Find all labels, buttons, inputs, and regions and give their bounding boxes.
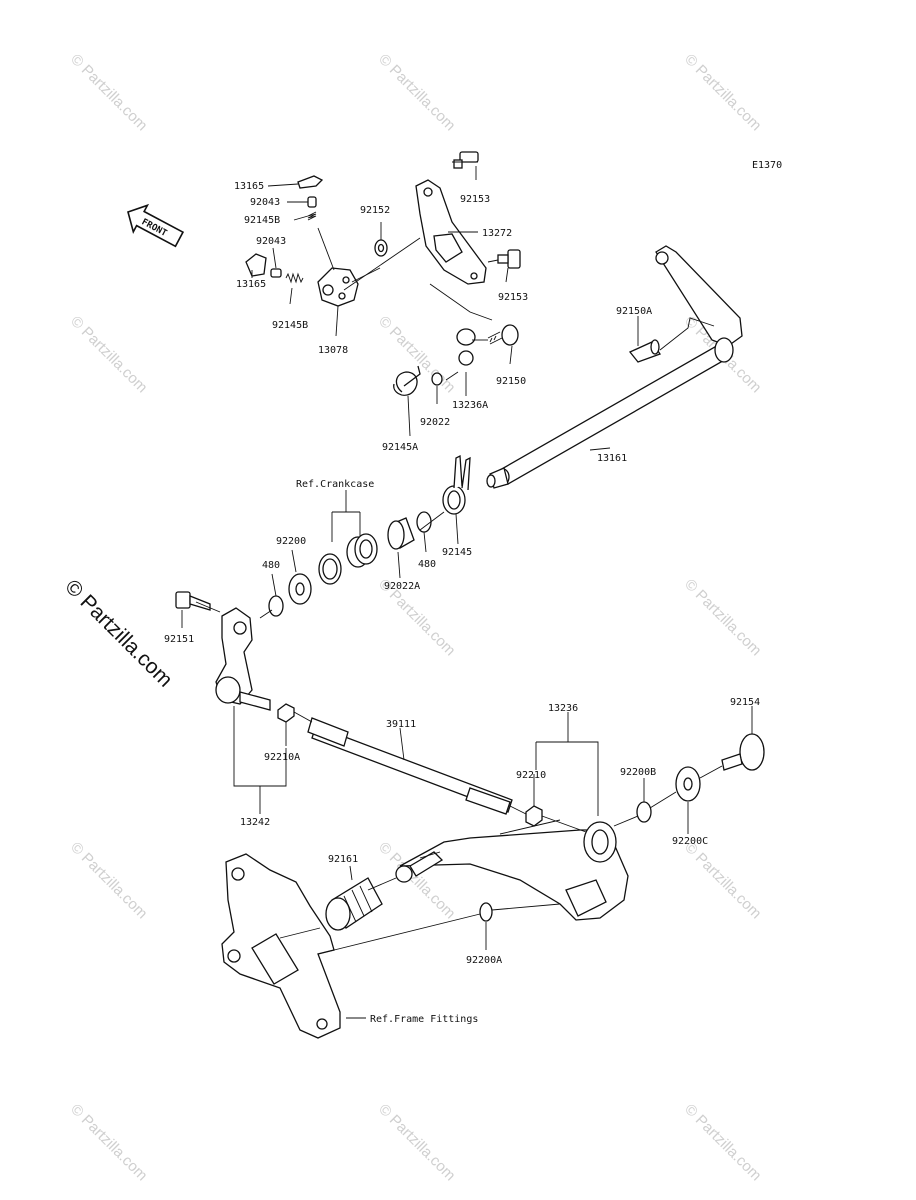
label-92152: 92152 <box>360 205 390 216</box>
washer-92200c <box>675 766 701 802</box>
watermark-text: © Partzilla.com <box>681 51 764 134</box>
watermark-text: © Partzilla.com <box>67 51 150 134</box>
label-13236a: 13236A <box>452 400 488 411</box>
label-92145a: 92145A <box>382 442 418 453</box>
washer-92200 <box>288 573 312 605</box>
collar-13236a <box>456 328 476 346</box>
spring-92145b-top <box>307 211 317 221</box>
watermark-main: © Partzilla.com <box>60 575 176 691</box>
pin-92043-left <box>270 268 282 278</box>
needle-bearing <box>346 533 378 568</box>
label-13161: 13161 <box>597 453 627 464</box>
assembly-lines <box>195 161 723 955</box>
front-arrow-icon: FRONT <box>127 203 185 248</box>
cam-hole <box>338 292 346 300</box>
label-ref-crankcase: Ref.Crankcase <box>296 479 374 490</box>
tie-rod-39111 <box>307 717 513 815</box>
washer-92152-inner <box>377 243 385 253</box>
washer-92022a <box>387 517 415 550</box>
plate-cutout <box>433 233 463 263</box>
label-ref-frame-fittings: Ref.Frame Fittings <box>370 1014 478 1025</box>
snap-ring-480-left <box>268 595 284 617</box>
label-92200: 92200 <box>276 536 306 547</box>
label-480-right: 480 <box>418 559 436 570</box>
leader-lines <box>181 166 753 1019</box>
label-92153-top: 92153 <box>460 194 490 205</box>
bolt-92153-top <box>453 151 479 169</box>
label-13242: 13242 <box>240 817 270 828</box>
bolt-92151 <box>175 591 211 611</box>
label-13165-left: 13165 <box>236 279 266 290</box>
shift-pedal-13236 <box>395 821 629 921</box>
shift-shaft-13161 <box>486 245 743 489</box>
plate-hole <box>470 272 478 280</box>
label-92150: 92150 <box>496 376 526 387</box>
shift-arm-13242 <box>215 607 271 711</box>
cam-hole <box>322 284 334 296</box>
spring-92145b-left <box>285 272 304 284</box>
label-92151: 92151 <box>164 634 194 645</box>
bolt-92150 <box>487 324 519 346</box>
plate-hole <box>423 187 433 197</box>
diagram-code: E1370 <box>752 160 782 171</box>
pedal-rubber-92161 <box>325 877 383 931</box>
shift-pin-clip-13165-top <box>297 175 324 189</box>
label-92154: 92154 <box>730 697 760 708</box>
label-480-left: 480 <box>262 560 280 571</box>
label-92210: 92210 <box>516 770 546 781</box>
label-92200a: 92200A <box>466 955 502 966</box>
shift-cam-assembly <box>245 151 521 396</box>
part-labels: 13165 92043 92145B 92043 13165 92145B 13… <box>164 181 760 1025</box>
label-13236: 13236 <box>548 703 578 714</box>
label-92145b-top: 92145B <box>244 215 280 226</box>
spring-92145a <box>393 365 421 396</box>
label-13078: 13078 <box>318 345 348 356</box>
label-92022: 92022 <box>420 417 450 428</box>
label-92145: 92145 <box>442 547 472 558</box>
watermark-text: © Partzilla.com <box>681 1101 764 1184</box>
watermark-text: © Partzilla.com <box>681 576 764 659</box>
collar-13236a-ring <box>458 350 474 366</box>
nut-92210 <box>525 805 543 827</box>
washer-92200b <box>636 801 652 823</box>
nut-92210a <box>277 703 295 723</box>
label-39111: 39111 <box>386 719 416 730</box>
frame-bracket <box>221 853 341 1039</box>
label-92150a: 92150A <box>616 306 652 317</box>
pin-92150a <box>628 339 661 363</box>
label-92022a: 92022A <box>384 581 420 592</box>
bolt-92153-bottom <box>497 249 521 269</box>
watermark-text: © Partzilla.com <box>67 313 150 396</box>
washer-92022 <box>431 372 443 386</box>
washer-92200a <box>479 902 493 922</box>
cam-hole <box>342 276 350 284</box>
label-92043-top: 92043 <box>250 197 280 208</box>
spring-92145 <box>442 454 471 515</box>
label-92210a: 92210A <box>264 752 300 763</box>
label-92200c: 92200C <box>672 836 708 847</box>
pin-92043-top <box>307 196 317 208</box>
oil-seal <box>318 553 342 585</box>
shift-pin-clip-13165-left <box>245 253 267 277</box>
watermark-text: © Partzilla.com <box>375 1101 458 1184</box>
watermark-text: © Partzilla.com <box>681 839 764 922</box>
label-92145b-left: 92145B <box>272 320 308 331</box>
label-92153-bottom: 92153 <box>498 292 528 303</box>
bolt-92154 <box>721 733 765 771</box>
watermark-text: © Partzilla.com <box>67 839 150 922</box>
label-92043-left: 92043 <box>256 236 286 247</box>
snap-ring-480-right <box>416 511 432 533</box>
label-92161: 92161 <box>328 854 358 865</box>
label-92200b: 92200B <box>620 767 656 778</box>
label-13272: 13272 <box>482 228 512 239</box>
label-13165-top: 13165 <box>234 181 264 192</box>
watermark-text: © Partzilla.com <box>375 51 458 134</box>
watermark-text: © Partzilla.com <box>67 1101 150 1184</box>
